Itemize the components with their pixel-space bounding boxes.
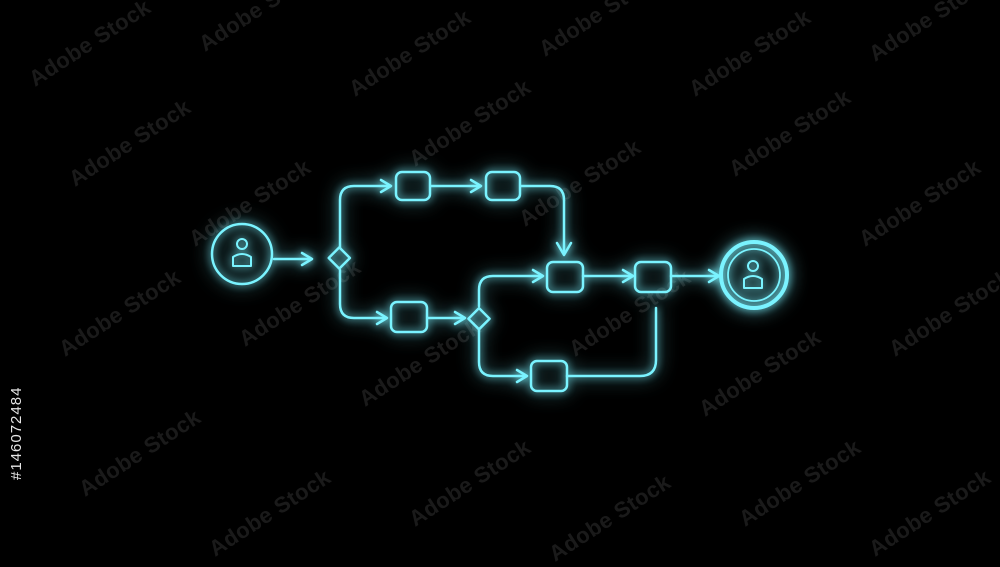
person-icon <box>743 260 763 289</box>
task-2 <box>484 170 522 202</box>
connector-gateway-1-to-task-3 <box>338 268 388 320</box>
arrow-head <box>453 310 467 326</box>
arrow-head <box>515 368 529 384</box>
task-3 <box>389 300 429 334</box>
connector-task-2-to-task-4 <box>519 184 566 254</box>
arrow-head <box>300 251 314 267</box>
start-event <box>210 222 274 286</box>
arrow-head <box>555 241 573 257</box>
connectors <box>272 178 721 384</box>
connector-gateway-2-to-task-6 <box>477 328 528 378</box>
connector-gateway-2-to-task-4 <box>477 274 544 308</box>
arrow-head <box>531 268 545 284</box>
gateway-2 <box>467 306 491 331</box>
end-event <box>719 240 789 310</box>
gateway-1 <box>327 246 352 270</box>
person-icon <box>232 238 252 267</box>
task-1 <box>394 170 432 202</box>
task-6 <box>529 359 569 393</box>
connector-task-6-to-task-5 <box>565 306 658 378</box>
arrow-head <box>379 178 393 194</box>
arrow-head <box>469 178 483 194</box>
task-4 <box>545 260 585 294</box>
arrow-head <box>375 310 389 326</box>
connector-gateway-1-to-task-1 <box>338 184 392 250</box>
arrow-head <box>707 268 721 284</box>
arrow-head <box>621 268 635 284</box>
task-5 <box>633 260 673 294</box>
